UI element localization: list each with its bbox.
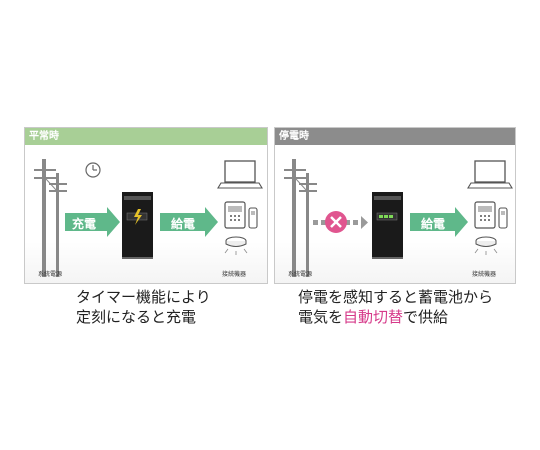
outage-devices-label: 接続機器 (472, 271, 497, 278)
supply-arrow (160, 207, 218, 237)
interrupted-arrow (313, 216, 368, 229)
outage-panel-header: 停電時 (275, 128, 515, 145)
normal-panel: 平常時 (24, 127, 268, 284)
battery-unit-icon (372, 192, 403, 259)
clock-icon (85, 162, 101, 178)
outage-caption: 停電を感知すると蓄電池から 電気を自動切替で供給 (298, 287, 493, 327)
outage-caption-line1: 停電を感知すると蓄電池から (298, 288, 494, 306)
outage-caption-prefix: 電気を (298, 308, 344, 326)
normal-caption-line1: タイマー機能により (76, 288, 211, 306)
outage-panel: 停電時 (274, 127, 516, 284)
outage-scene: 給電 系統電源 接続機器 (275, 145, 515, 283)
smoke-detector-icon (474, 236, 498, 255)
normal-devices-label: 接続機器 (222, 271, 247, 278)
laptop-icon (467, 160, 513, 189)
telephone-icon (474, 201, 496, 229)
telephone-icon (224, 201, 246, 229)
power-pole-icon (284, 159, 317, 277)
supply-arrow (410, 207, 468, 237)
normal-caption: タイマー機能により 定刻になると充電 (76, 287, 211, 327)
normal-scene: 充電 給電 系統電源 接続機器 (25, 145, 267, 283)
smoke-detector-icon (224, 236, 248, 255)
cross-icon (325, 211, 347, 233)
normal-caption-line2: 定刻になると充電 (76, 308, 197, 326)
outage-grid-label: 系統電源 (288, 271, 313, 278)
laptop-icon (217, 160, 263, 189)
power-pole-icon (34, 159, 67, 277)
outage-caption-line2: 電気を自動切替で供給 (298, 307, 493, 327)
battery-unit-icon (122, 192, 153, 259)
cordless-phone-icon (248, 207, 258, 229)
outage-supply-label: 給電 (421, 217, 446, 231)
normal-panel-header: 平常時 (25, 128, 267, 145)
normal-supply-label: 給電 (171, 217, 196, 231)
outage-caption-suffix: で供給 (403, 308, 449, 326)
outage-caption-highlight: 自動切替 (343, 308, 404, 326)
charge-label: 充電 (72, 217, 97, 231)
normal-grid-label: 系統電源 (38, 271, 63, 278)
cordless-phone-icon (498, 207, 508, 229)
charge-arrow (65, 207, 120, 237)
